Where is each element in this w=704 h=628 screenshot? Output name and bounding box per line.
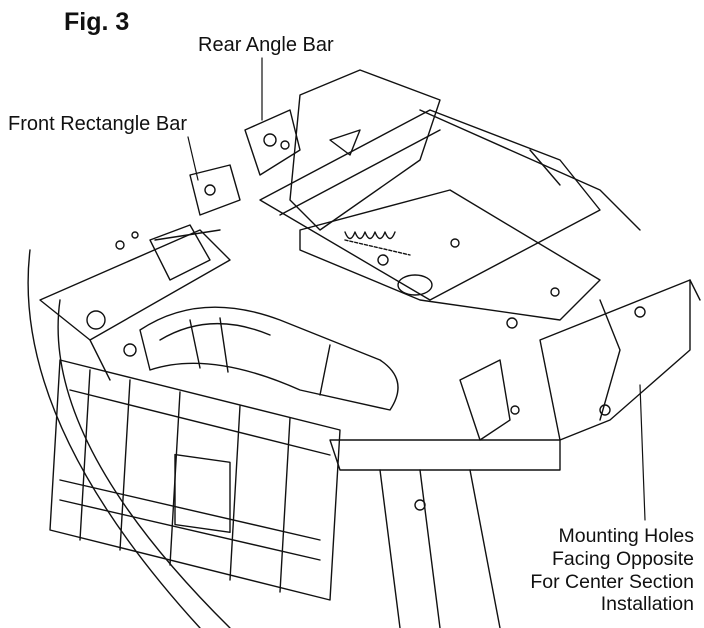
- tank-body: [49, 359, 341, 601]
- upper-cross-member: [259, 109, 641, 301]
- figure-title: Fig. 3: [64, 8, 130, 36]
- label-rear-angle-bar: Rear Angle Bar: [198, 34, 334, 56]
- frame-outline-inner: [57, 299, 231, 628]
- lower-frame-rail: [329, 439, 561, 628]
- label-mounting-holes-line-1: Mounting Holes: [558, 525, 695, 547]
- right-frame-rail: [459, 279, 701, 441]
- rear-angle-bar-bracket: [244, 69, 441, 231]
- frame-outline: [27, 249, 201, 628]
- label-mounting-holes-line-4: Installation: [600, 593, 694, 616]
- center-mount-plate: [299, 189, 601, 329]
- left-frame-rail: [39, 229, 231, 381]
- exhaust-pipe: [139, 306, 399, 411]
- front-rectangle-bar-bracket: [115, 164, 241, 281]
- label-mounting-holes: Mounting Holes Facing Opposite For Cente…: [530, 525, 694, 616]
- label-front-rectangle-bar: Front Rectangle Bar: [8, 113, 187, 135]
- leader-lines: [187, 57, 646, 521]
- label-mounting-holes-line-2: Facing Opposite: [552, 547, 694, 570]
- mounting-holes-leader: [639, 384, 646, 521]
- label-mounting-holes-line-3: For Center Section: [530, 570, 694, 593]
- front-rectangle-bar-leader: [187, 136, 199, 181]
